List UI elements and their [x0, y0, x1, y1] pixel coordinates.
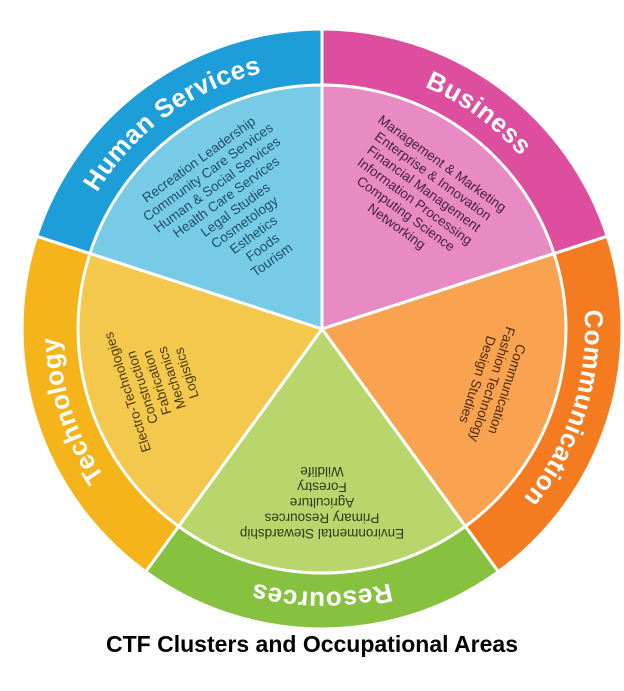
occupational-area: Wildlife [300, 464, 344, 479]
occupational-area: Environmental Stewardship [240, 526, 404, 541]
occupational-area: Agriculture [290, 495, 355, 510]
cluster-wedge [320, 83, 556, 332]
diagram-caption: CTF Clusters and Occupational Areas [106, 631, 518, 657]
cluster-wedge [319, 251, 568, 529]
occupational-area: Primary Resources [264, 511, 379, 526]
cluster-wedge [88, 83, 324, 332]
cluster-wedge [76, 251, 325, 529]
cluster-wedge [176, 326, 468, 575]
occupational-area: Forestry [297, 480, 347, 495]
